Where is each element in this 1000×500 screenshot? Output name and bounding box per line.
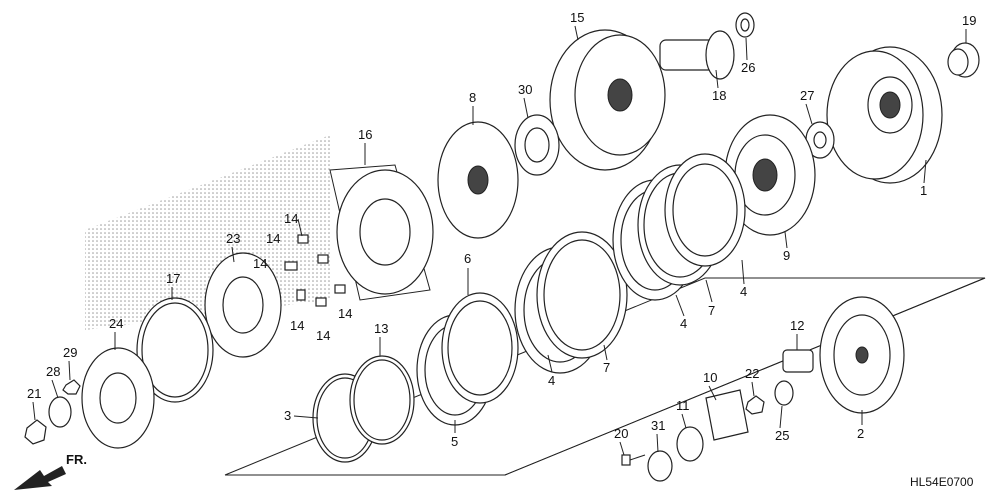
callout-14c: 14 [253, 256, 267, 271]
plane-edge [504, 277, 986, 476]
callout-8: 8 [469, 90, 476, 105]
callout-1: 1 [920, 183, 927, 198]
spring-12 [782, 349, 814, 373]
leader-lines [32, 25, 967, 456]
clutch-plate-7a [536, 231, 628, 359]
collar-19 [947, 42, 980, 78]
pressure-plate-9 [724, 114, 816, 236]
hub-8 [437, 121, 519, 239]
springs-14 [284, 234, 346, 307]
washer-28 [48, 396, 72, 428]
centrifugal-clutch-16 [329, 164, 434, 301]
callout-24: 24 [109, 316, 123, 331]
callout-26: 26 [741, 60, 755, 75]
clutch-outer-1 [826, 46, 943, 184]
callout-22: 22 [745, 366, 759, 381]
spring-13 [349, 355, 415, 445]
callout-15: 15 [570, 10, 584, 25]
nut-29 [62, 379, 81, 395]
callout-4b: 4 [680, 316, 687, 331]
washer-27 [805, 121, 835, 159]
callout-14e: 14 [338, 306, 352, 321]
callout-31: 31 [651, 418, 665, 433]
bearing-31 [647, 450, 673, 482]
callout-25: 25 [775, 428, 789, 443]
nut-21 [24, 419, 47, 445]
callout-14f: 14 [316, 328, 330, 343]
ring-17 [136, 297, 214, 403]
callout-28: 28 [46, 364, 60, 379]
callout-21: 21 [27, 386, 41, 401]
bearing-11 [676, 426, 704, 462]
callout-14d: 14 [290, 318, 304, 333]
callout-3: 3 [284, 408, 291, 423]
callout-14b: 14 [266, 231, 280, 246]
callout-10: 10 [703, 370, 717, 385]
callout-14a: 14 [284, 211, 298, 226]
callout-4a: 4 [548, 373, 555, 388]
fr-label: FR. [66, 452, 87, 467]
callout-18: 18 [712, 88, 726, 103]
washer-26 [735, 12, 755, 38]
callout-12: 12 [790, 318, 804, 333]
callout-6: 6 [464, 251, 471, 266]
callout-30: 30 [518, 82, 532, 97]
callout-19: 19 [962, 13, 976, 28]
callout-16: 16 [358, 127, 372, 142]
callout-17: 17 [166, 271, 180, 286]
clutch-plate-6 [441, 292, 519, 404]
callout-7b: 7 [708, 303, 715, 318]
front-direction-arrow: FR. [14, 452, 87, 490]
callout-labels: 1 2 3 4 4 4 4 5 6 7 7 8 9 10 11 12 13 14… [27, 10, 976, 449]
diagram-code: HL54E0700 [910, 475, 974, 489]
callout-27: 27 [800, 88, 814, 103]
callout-13: 13 [374, 321, 388, 336]
callout-20: 20 [614, 426, 628, 441]
callout-9: 9 [783, 248, 790, 263]
callout-2: 2 [857, 426, 864, 441]
washer-25 [774, 380, 794, 406]
callout-11: 11 [676, 398, 690, 413]
callout-29: 29 [63, 345, 77, 360]
one-way-clutch-30 [514, 114, 560, 176]
lifter-plate-2 [819, 296, 905, 414]
callout-7a: 7 [603, 360, 610, 375]
lifter-plate-10 [705, 389, 749, 441]
nut-22 [745, 395, 765, 415]
gear-18 [659, 30, 735, 80]
plate-24 [81, 347, 155, 449]
drum-15 [549, 29, 666, 171]
callout-5: 5 [451, 434, 458, 449]
callout-4c: 4 [740, 284, 747, 299]
plate-23 [204, 252, 282, 358]
friction-disc-4c [664, 153, 746, 267]
bolt-20 [621, 454, 646, 466]
callout-23: 23 [226, 231, 240, 246]
